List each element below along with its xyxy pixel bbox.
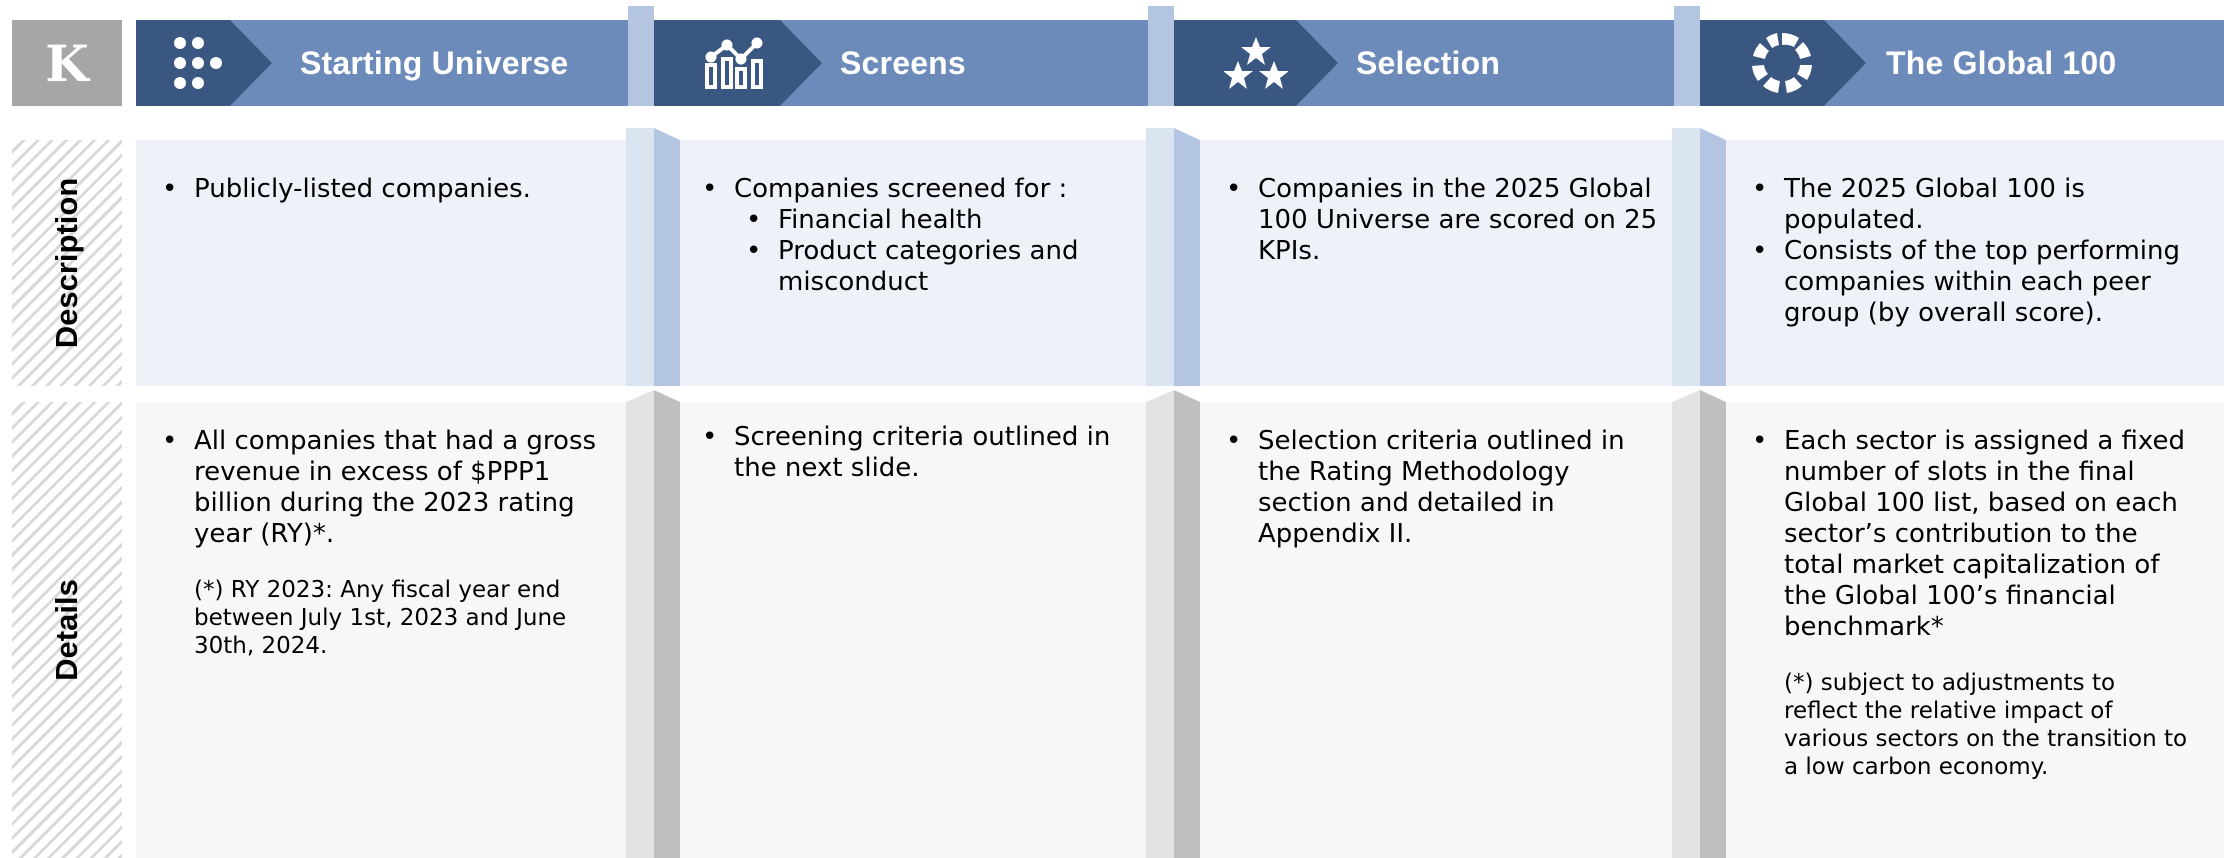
list-item: Companies in the 2025 Global 100 Univers… xyxy=(1226,174,1662,267)
list-item: Companies screened for : Financial healt… xyxy=(702,174,1138,298)
separator-2-description-band xyxy=(1174,128,1200,386)
dots-grid-icon xyxy=(160,20,240,106)
stage-title-global-100: The Global 100 xyxy=(1886,44,2117,81)
separator-3-description xyxy=(1672,128,1700,386)
row-label-description: Description xyxy=(12,140,122,386)
list-item: Screening criteria outlined in the next … xyxy=(702,422,1134,484)
separator-1-description xyxy=(626,128,654,386)
list-item: Selection criteria outlined in the Ratin… xyxy=(1226,426,1658,550)
separator-3-details xyxy=(1672,390,1700,858)
separator-2-description xyxy=(1146,128,1174,386)
separator-2-details xyxy=(1146,390,1174,858)
list-item: Each sector is assigned a fixed number o… xyxy=(1752,426,2190,643)
description-text-3: Companies in the 2025 Global 100 Univers… xyxy=(1222,174,1662,267)
details-text-1: All companies that had a gross revenue i… xyxy=(158,426,598,660)
stage-header-4 xyxy=(1700,20,2224,106)
separator-1-details-band xyxy=(654,390,680,858)
separator-3-description-band xyxy=(1700,128,1726,386)
separator-1-description-band xyxy=(654,128,680,386)
stage-separators xyxy=(626,6,1726,858)
stage-header-3 xyxy=(1174,20,1674,106)
description-text-1: Publicly-listed companies. xyxy=(158,174,608,205)
list-item: Financial health xyxy=(746,205,1138,236)
separator-1-details xyxy=(626,390,654,858)
separator-2-details-band xyxy=(1174,390,1200,858)
stars-icon xyxy=(1216,20,1296,106)
details-note-1: (*) RY 2023: Any fiscal year end between… xyxy=(194,577,567,659)
details-text-3: Selection criteria outlined in the Ratin… xyxy=(1222,426,1658,550)
description-text-4: The 2025 Global 100 is populated. Consis… xyxy=(1748,174,2210,329)
stage-title-starting-universe: Starting Universe xyxy=(300,44,569,81)
separator-1-header xyxy=(628,6,654,106)
separator-3-details-band xyxy=(1700,390,1726,858)
list-item: All companies that had a gross revenue i… xyxy=(162,426,598,550)
list-item: The 2025 Global 100 is populated. xyxy=(1752,174,2210,236)
details-text-4: Each sector is assigned a fixed number o… xyxy=(1748,426,2190,781)
details-text-2: Screening criteria outlined in the next … xyxy=(698,422,1134,484)
description-text-2: Companies screened for : Financial healt… xyxy=(698,174,1138,298)
stage-title-selection: Selection xyxy=(1356,44,1501,81)
list-item: Consists of the top performing companies… xyxy=(1752,236,2210,329)
ring-segments-icon xyxy=(1744,20,1820,106)
row-label-details: Details xyxy=(12,402,122,858)
logo: K xyxy=(12,20,122,106)
separator-3-header xyxy=(1674,6,1700,106)
list-item: Product categories and misconduct xyxy=(746,236,1138,298)
logo-glyph: K xyxy=(45,33,89,93)
bar-chart-line-icon xyxy=(700,20,776,106)
details-note-4: (*) subject to adjustments to reflect th… xyxy=(1784,670,2188,780)
list-item: Publicly-listed companies. xyxy=(162,174,608,205)
stage-title-screens: Screens xyxy=(840,44,966,81)
separator-2-header xyxy=(1148,6,1174,106)
